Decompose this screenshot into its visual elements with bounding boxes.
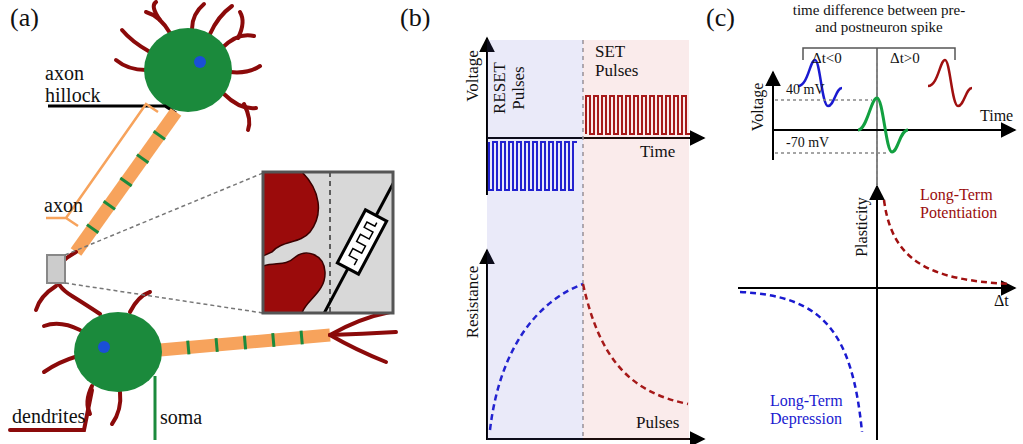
soma-body	[74, 312, 162, 392]
label: Δt	[994, 292, 1009, 310]
label: Resistance	[464, 252, 483, 352]
zoom-line	[65, 173, 263, 313]
dendrite	[122, 30, 150, 52]
dendrite	[330, 332, 396, 335]
dendrite	[10, 390, 92, 430]
dendrite	[230, 66, 260, 72]
dendrite	[154, 2, 160, 20]
label: Δt<0	[812, 50, 842, 67]
label: time difference between pre- and postneu…	[784, 2, 974, 35]
dendrite	[116, 60, 146, 70]
axis	[738, 72, 1015, 440]
zoom-box	[47, 255, 65, 283]
axon	[160, 335, 330, 350]
axis	[772, 72, 774, 160]
axon	[301, 331, 302, 345]
synapse-inset	[263, 172, 318, 256]
inset-box	[263, 172, 393, 313]
axon	[188, 341, 189, 355]
nucleus	[98, 341, 110, 353]
axon	[216, 338, 217, 352]
axon	[154, 131, 165, 139]
axon	[87, 225, 98, 233]
band-title: RESET Pulses	[491, 44, 528, 132]
dendrite	[244, 104, 249, 130]
guide-line	[876, 60, 878, 185]
axon	[273, 333, 274, 347]
label: axon hillock	[45, 62, 117, 106]
label: Δt>0	[890, 50, 920, 67]
label: 40 mV	[786, 82, 825, 97]
dendrite	[192, 4, 204, 29]
label: Voltage	[749, 72, 767, 142]
synapse-inset	[263, 172, 393, 313]
label: (c)	[706, 4, 735, 33]
label: dendrites	[12, 405, 85, 427]
label: Long-Term Depression	[770, 392, 882, 427]
label: Long-Term Potentiation	[920, 186, 1018, 221]
label: soma	[160, 406, 202, 428]
synapse-inset	[346, 218, 377, 265]
label: Voltage	[464, 38, 483, 114]
dendrite	[224, 94, 256, 108]
axon	[137, 155, 148, 163]
synapse-inset	[320, 172, 393, 313]
leader-line	[154, 376, 157, 440]
label: (b)	[400, 4, 430, 33]
axon	[244, 336, 245, 350]
dendrite	[130, 292, 150, 312]
dendrite	[36, 286, 56, 310]
dendrite	[238, 12, 243, 38]
dendrite	[44, 324, 80, 330]
dendrite	[116, 2, 260, 130]
nucleus	[194, 56, 206, 68]
synapse-inset	[337, 210, 386, 274]
synapse-inset	[263, 253, 325, 313]
label: Pulses	[636, 414, 679, 433]
label: (a)	[10, 4, 39, 33]
axon	[120, 178, 131, 186]
label: Time	[640, 143, 675, 162]
soma-body	[144, 28, 232, 112]
dendrite	[210, 6, 232, 34]
axis	[738, 287, 1015, 289]
axis	[876, 186, 878, 440]
pulse-band: RESET Pulses	[487, 40, 583, 440]
dendrite	[330, 335, 386, 362]
band-title: SET Pulses	[595, 43, 655, 80]
pulse-band: SET Pulses	[583, 40, 689, 440]
spike	[858, 98, 908, 152]
inset-border	[263, 172, 393, 313]
dendrite	[112, 392, 120, 424]
spike	[928, 60, 972, 106]
label: Plasticity	[853, 182, 871, 272]
axon	[104, 201, 115, 209]
label: -70 mV	[786, 135, 829, 150]
synapse-inset	[329, 172, 331, 313]
label: axon	[44, 194, 83, 216]
axis	[487, 38, 704, 440]
dendrite	[44, 356, 78, 372]
synapse-inset	[309, 172, 393, 313]
axon	[76, 112, 176, 252]
bracket	[803, 48, 955, 185]
axis	[773, 129, 1015, 131]
label: Time	[980, 107, 1013, 125]
